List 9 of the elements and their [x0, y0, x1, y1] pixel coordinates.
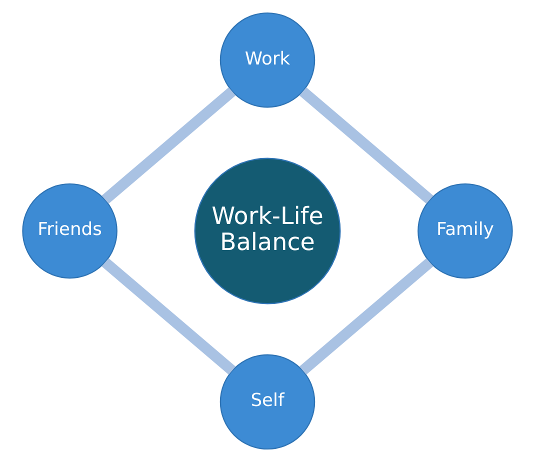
node-circle: Friends — [22, 183, 118, 279]
connector — [102, 87, 236, 204]
node-circle: Work-Life Balance — [194, 158, 341, 304]
node-circle: Self — [220, 354, 316, 450]
connector — [299, 87, 434, 204]
connector — [299, 258, 434, 375]
connector — [102, 258, 236, 375]
node-circle: Family — [418, 183, 513, 279]
node-circle: Work — [220, 12, 316, 108]
